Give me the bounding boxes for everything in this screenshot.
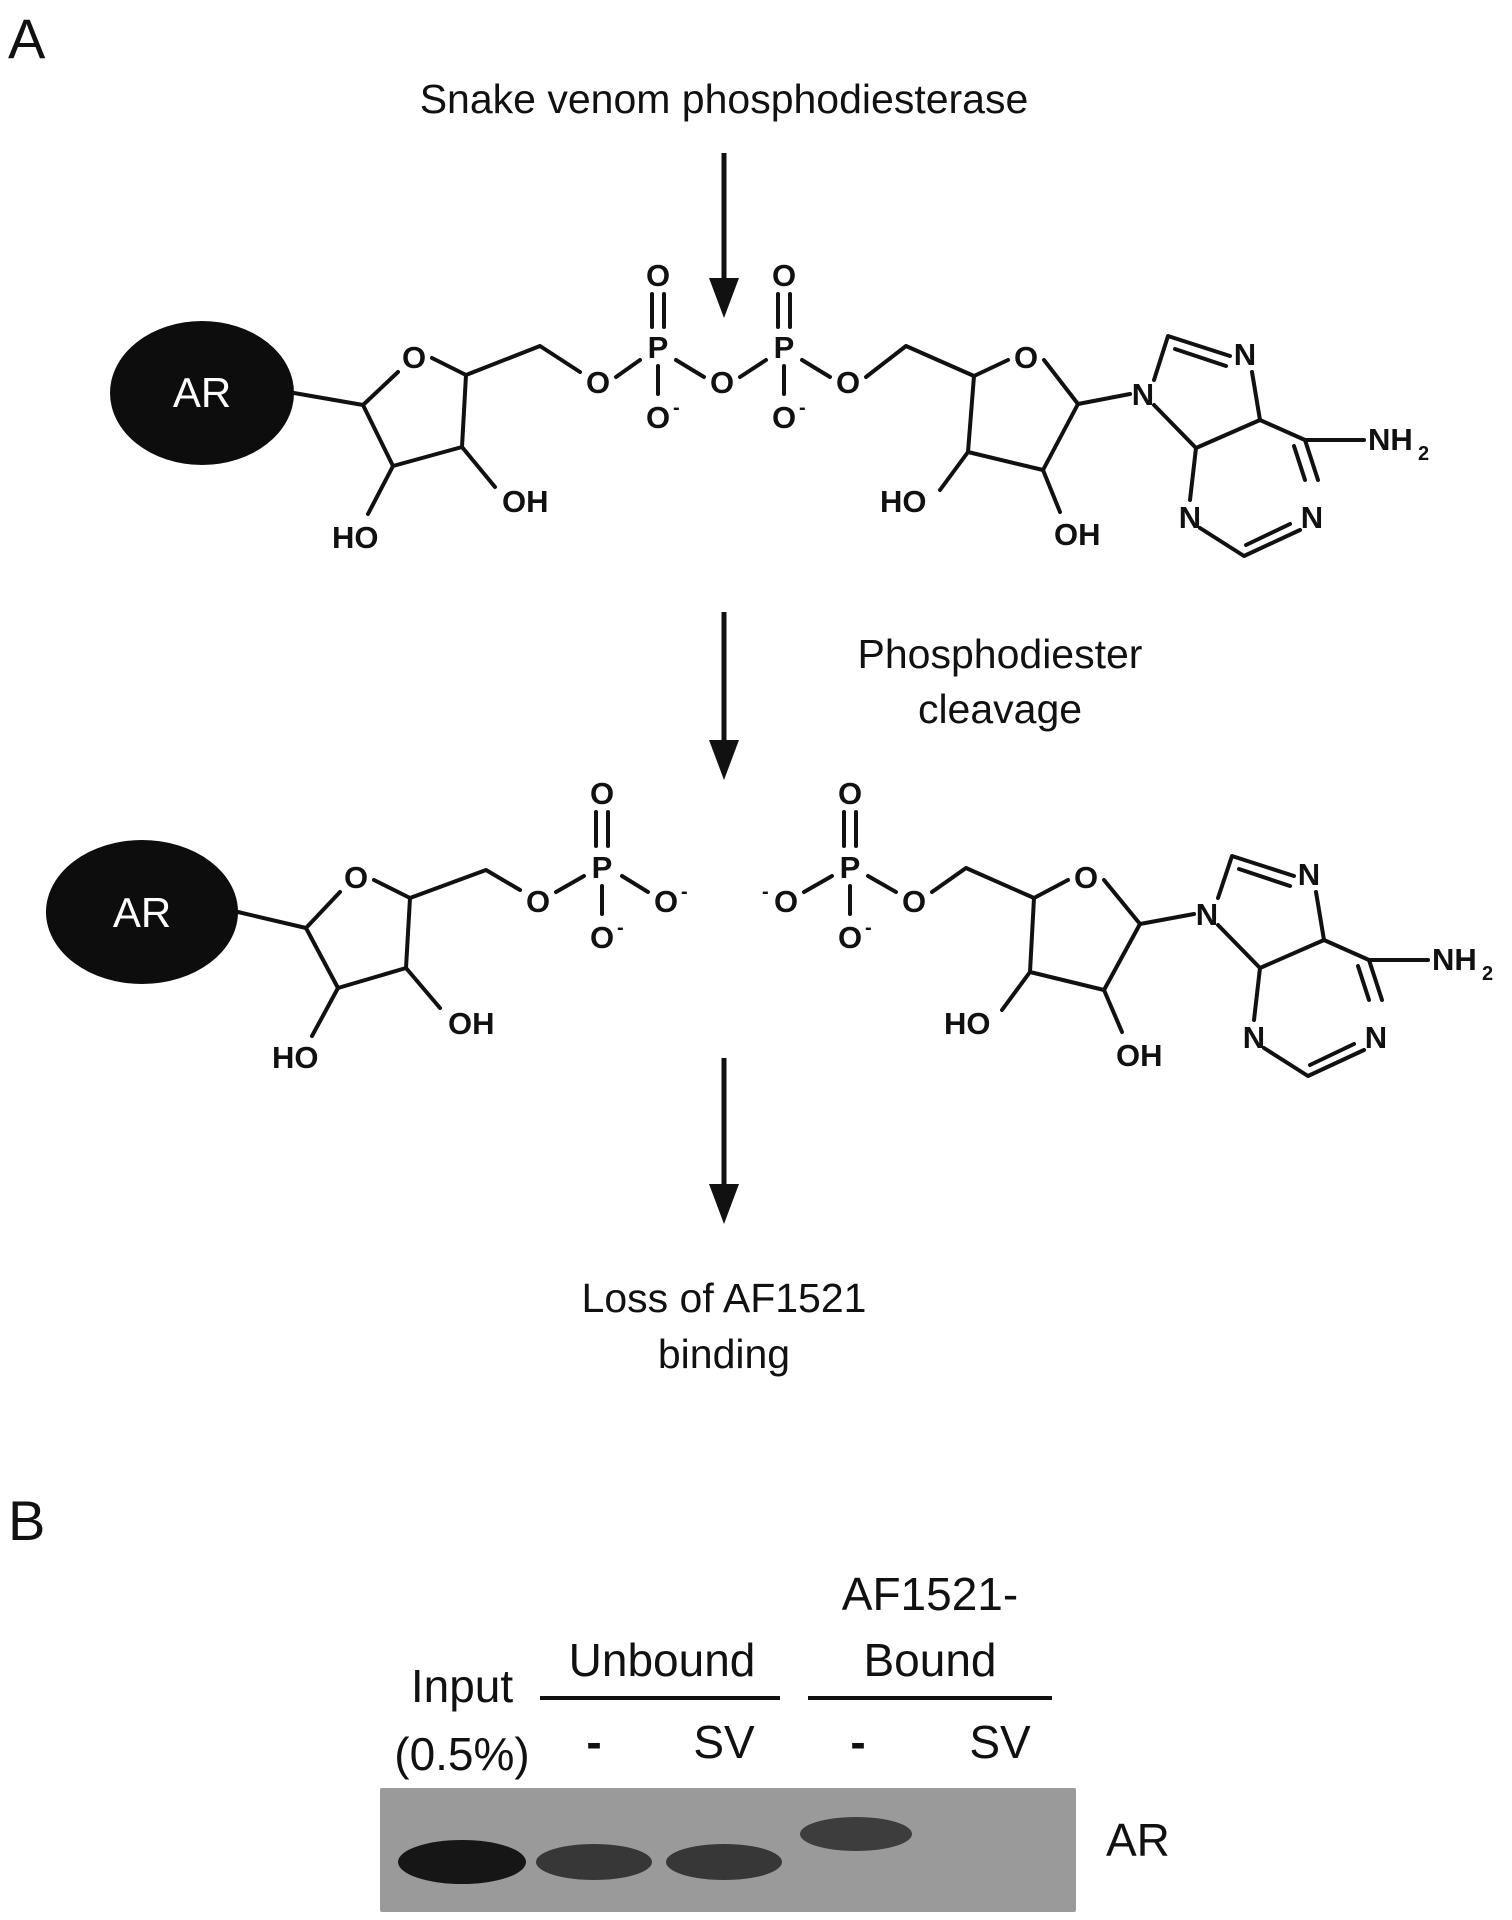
phosphorus-1-oxide: O	[646, 400, 670, 435]
input-label-line2: (0.5%)	[394, 1728, 529, 1780]
bound-label-line1: AF1521-	[842, 1568, 1018, 1620]
adenine-amine-subscript: 2	[1418, 443, 1429, 465]
band-label-ar: AR	[1106, 1814, 1170, 1866]
western-blot	[380, 1788, 1076, 1912]
product-right-charge-bottom: -	[865, 917, 872, 939]
panel-b-letter: B	[8, 1489, 45, 1552]
left-ribose-oh: OH	[502, 484, 549, 519]
input-label-line1: Input	[411, 1660, 514, 1712]
phosphorus-2-oxo: O	[772, 258, 796, 293]
lane-label-unbound-minus: -	[586, 1716, 601, 1768]
adenine-amine: NH	[1368, 422, 1413, 457]
product-right-ester-oxygen: O	[902, 884, 926, 919]
svg-text:AR: AR	[113, 889, 171, 936]
product-adenine-n1: N	[1365, 1020, 1387, 1055]
product-left-oxide-bottom: O	[590, 920, 614, 955]
adenine-n3: N	[1179, 500, 1201, 535]
product-left-ring-oxygen: O	[344, 860, 368, 895]
product-right-oxide-left: O	[774, 884, 798, 919]
svg-text:AR: AR	[173, 369, 231, 416]
product-right-oxide-bottom: O	[838, 920, 862, 955]
phosphorus-1-charge: -	[673, 397, 680, 419]
product-adenine-n3: N	[1243, 1020, 1265, 1055]
product-right-ho: HO	[944, 1006, 991, 1041]
product-left-oxide-right: O	[654, 884, 678, 919]
product-left-ho: HO	[272, 1040, 319, 1075]
unbound-label: Unbound	[569, 1634, 756, 1686]
cleavage-label-line1: Phosphodiester	[858, 631, 1143, 677]
adenine-n7: N	[1234, 337, 1256, 372]
cleavage-label-line2: cleavage	[918, 686, 1082, 732]
product-amp: - O P O O - O O HO OH	[762, 776, 1493, 1078]
ar-protein-oval-product: AR	[46, 840, 238, 984]
phosphorus-2-charge: -	[799, 397, 806, 419]
panel-a-letter: A	[8, 7, 46, 70]
product-adenine-amine-subscript: 2	[1482, 963, 1493, 985]
lane-label-unbound-sv: SV	[693, 1716, 755, 1768]
arrow-cleavage	[709, 612, 739, 780]
product-left-oh: OH	[448, 1006, 495, 1041]
left-ring-oxygen: O	[402, 340, 426, 375]
product-left-oxo: O	[590, 776, 614, 811]
product-adenine-n9: N	[1196, 897, 1218, 932]
adenine-n1: N	[1301, 500, 1323, 535]
lane-label-bound-minus: -	[850, 1716, 865, 1768]
left-ribose	[292, 344, 976, 516]
panel-b: B Input (0.5%) Unbound AF1521- Bound - S…	[8, 1489, 1170, 1912]
outcome-label-line2: binding	[658, 1331, 790, 1377]
panel-a: A Snake venom phosphodiesterase AR	[8, 7, 1493, 1377]
lane-label-bound-sv: SV	[969, 1716, 1031, 1768]
product-right-oh: OH	[1116, 1038, 1163, 1073]
product-left-charge-bottom: -	[617, 917, 624, 939]
product-right-ring-oxygen: O	[1074, 860, 1098, 895]
product-left-charge-right: -	[681, 881, 688, 903]
right-ribose-ho: HO	[880, 484, 927, 519]
band-input	[398, 1840, 526, 1884]
phosphorus-2-oxide: O	[772, 400, 796, 435]
right-ribose	[938, 358, 1132, 514]
product-adenine-n7: N	[1298, 857, 1320, 892]
phosphorus-1-oxo: O	[646, 258, 670, 293]
intact-adp-ribose: AR O OH HO O P	[110, 258, 1429, 558]
bridging-oxygen: O	[710, 365, 734, 400]
product-right-charge-left: -	[762, 881, 769, 903]
beta-oxygen: O	[836, 365, 860, 400]
arrow-outcome	[709, 1058, 739, 1224]
ar-protein-oval: AR	[110, 321, 294, 465]
adenine	[1152, 334, 1366, 558]
left-ribose-ho: HO	[332, 520, 379, 555]
alpha-oxygen: O	[586, 365, 610, 400]
outcome-label-line1: Loss of AF1521	[582, 1275, 867, 1321]
product-left-ester-oxygen: O	[526, 884, 550, 919]
product-adenine-amine: NH	[1432, 942, 1477, 977]
right-ribose-oh: OH	[1054, 517, 1101, 552]
product-right-phosphorus: P	[840, 850, 861, 885]
right-ring-oxygen: O	[1014, 340, 1038, 375]
bound-label-line2: Bound	[863, 1634, 996, 1686]
band-bound-minus	[800, 1817, 912, 1851]
adenine-n9: N	[1132, 377, 1154, 412]
phosphorus-2: P	[774, 330, 795, 365]
band-unbound-sv	[666, 1844, 782, 1880]
product-left-phosphorus: P	[592, 850, 613, 885]
band-unbound-minus	[536, 1844, 652, 1880]
product-ar-ribose-phosphate: AR O OH HO O P O O - O -	[46, 776, 688, 1075]
phosphorus-1: P	[648, 330, 669, 365]
product-right-oxo: O	[838, 776, 862, 811]
pyrophosphate: O P O O - O P O O - O	[586, 258, 860, 435]
arrow-enzyme	[709, 153, 739, 318]
enzyme-label: Snake venom phosphodiesterase	[420, 76, 1029, 122]
